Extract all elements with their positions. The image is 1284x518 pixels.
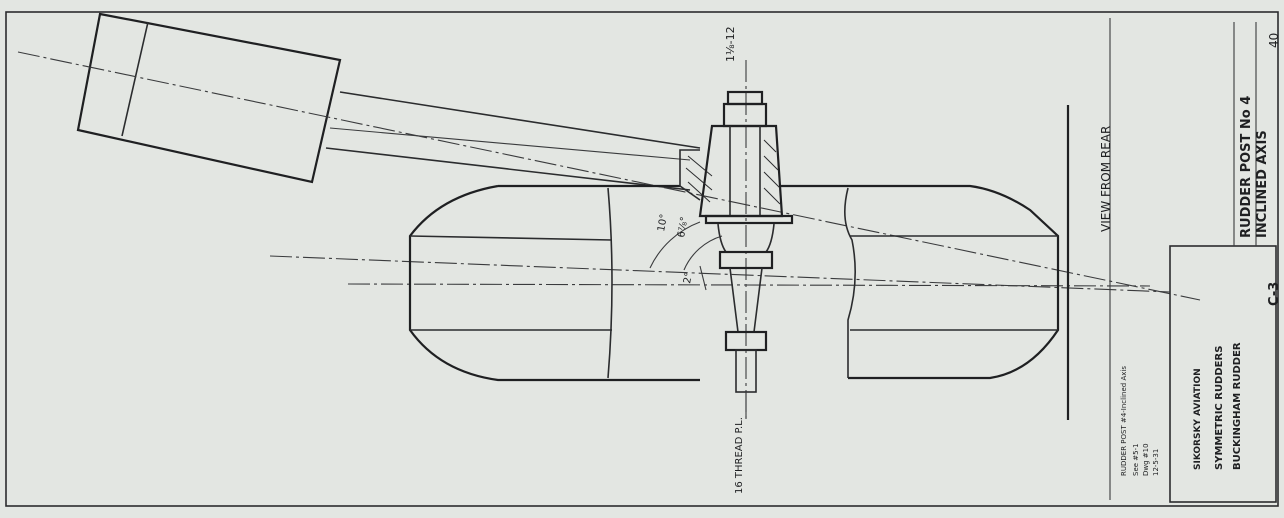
side-note-4: 12-5-31 [1152,449,1160,476]
drawing-title-2: INCLINED AXIS [1255,130,1270,238]
side-note-2: See #5-1 [1132,443,1140,476]
angle-arc-small [699,265,707,291]
rudder-arm [76,12,701,191]
horizontal-centerline-1 [269,255,1171,293]
drawing-title-1: RUDDER POST No 4 [1239,96,1254,238]
company-line-1: SIKORSKY AVIATION [1193,368,1203,470]
angle-arc-6 [683,235,723,271]
sheet-border [5,11,1279,507]
angle-label-6: 6⅞° [676,216,690,239]
angle-arc-10 [649,221,701,269]
hull-outline [408,184,1060,382]
company-line-3: BUCKINGHAM RUDDER [1232,342,1243,470]
thread-callout: 1⅛-12 [724,26,737,62]
bottom-callout: 16 THREAD P.L. [734,417,745,494]
inclined-centerline [17,51,1201,301]
rudder-post [679,90,794,418]
company-line-2: SYMMETRIC RUDDERS [1214,346,1225,470]
view-label: VIEW FROM REAR [1099,126,1113,232]
angle-label-10: 10° [656,213,670,232]
horizontal-centerline-2 [347,283,1151,287]
sheet-number: 40 [1267,33,1281,48]
drawing-number: C-3 [1267,282,1282,306]
title-block [1109,18,1277,503]
angle-label-small: 2° [682,271,695,284]
side-note-3: Dwg #10 [1142,443,1150,476]
side-note-1: RUDDER POST #4-Inclined Axis [1120,366,1128,476]
